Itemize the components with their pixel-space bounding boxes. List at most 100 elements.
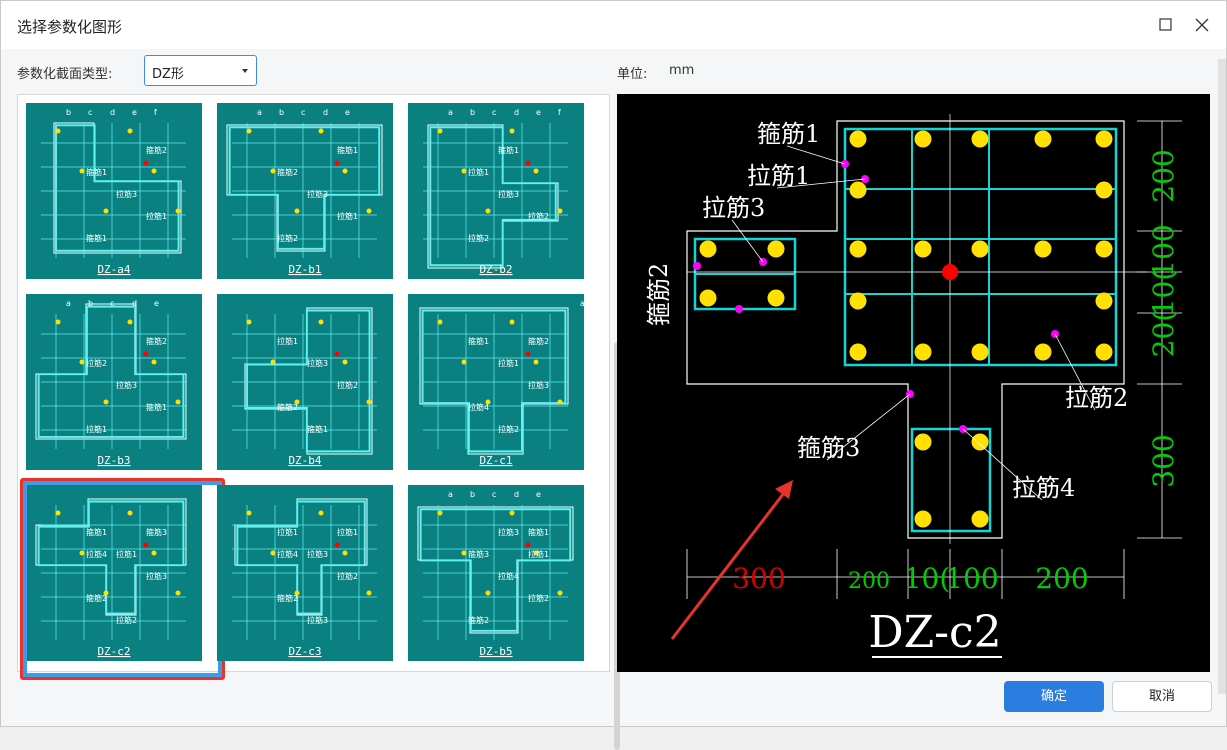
rebar-dot xyxy=(461,168,467,174)
rebar-dot xyxy=(79,550,85,556)
rebar-label-lajin3: 拉筋3 xyxy=(702,194,765,222)
close-icon[interactable] xyxy=(1192,15,1212,35)
dim-letter: e xyxy=(132,108,137,117)
center-point xyxy=(143,542,149,548)
rebar-dot xyxy=(79,168,85,174)
dim-letter: a xyxy=(66,299,71,308)
rebar-dot xyxy=(246,128,252,134)
rebar-dot xyxy=(1034,240,1052,258)
thumb-drawing: 箍筋1拉筋1拉筋3箍筋2拉筋2箍筋3拉筋4abcdeDZ-c2 xyxy=(26,485,202,661)
dim-right-value: 300 xyxy=(1147,434,1180,487)
rebar-dot xyxy=(533,359,539,365)
dim-bottom-value: 200 xyxy=(848,569,890,594)
rebar-dot xyxy=(342,550,348,556)
rebar-dot xyxy=(1095,181,1113,199)
section-outline xyxy=(53,122,182,254)
rebar-annotation: 拉筋3 xyxy=(116,189,137,199)
rebar-dot xyxy=(485,399,491,405)
unit-label: 单位: xyxy=(617,67,648,82)
maximize-icon[interactable] xyxy=(1156,15,1176,35)
center-point xyxy=(942,264,958,280)
rebar-dot xyxy=(849,240,867,258)
dim-letter: b xyxy=(470,108,475,117)
rebar-annotation: 拉筋2 xyxy=(86,358,107,368)
rebar-annotation: 拉筋3 xyxy=(146,571,167,581)
rebar-dot xyxy=(366,208,372,214)
stirrup-outline xyxy=(429,126,557,267)
shape-thumb-dz-c1[interactable]: 箍筋1拉筋1拉筋3拉筋4拉筋2箍筋2abcDZ-c1 xyxy=(408,294,584,470)
shape-thumb-dz-c3[interactable]: 拉筋1拉筋3拉筋2箍筋2拉筋3拉筋1拉筋4abcDZ-c3 xyxy=(217,485,393,661)
thumb-caption: DZ-b4 xyxy=(288,454,321,467)
leader-line xyxy=(1054,333,1096,411)
red-arrow-head xyxy=(775,480,793,499)
ok-button[interactable]: 确定 xyxy=(1004,681,1104,712)
rebar-dot xyxy=(318,319,324,325)
rebar-dot xyxy=(557,590,563,596)
rebar-dot xyxy=(366,590,372,596)
rebar-dot xyxy=(437,319,443,325)
dim-letter: b xyxy=(88,299,93,308)
rebar-annotation: 拉筋1 xyxy=(116,549,137,559)
center-point xyxy=(525,351,531,357)
rebar-dot xyxy=(914,343,932,361)
rebar-annotation: 箍筋1 xyxy=(337,145,358,155)
rebar-label-lajin2: 拉筋2 xyxy=(1065,384,1128,412)
rebar-annotation: 拉筋2 xyxy=(528,593,549,603)
rebar-dot xyxy=(533,168,539,174)
rebar-label-lajin1: 拉筋1 xyxy=(747,162,810,190)
rebar-annotation: 拉筋2 xyxy=(498,424,519,434)
dim-letter: b xyxy=(66,108,71,117)
center-point xyxy=(525,542,531,548)
rebar-dot xyxy=(971,343,989,361)
rebar-annotation: 拉筋2 xyxy=(337,380,358,390)
rebar-dot xyxy=(127,128,133,134)
section-type-label: 参数化截面类型: xyxy=(17,67,113,82)
dim-letter: c xyxy=(492,108,496,117)
stirrup-outline xyxy=(37,305,185,438)
dim-right-value: 100 xyxy=(1147,224,1180,277)
rebar-dot xyxy=(151,359,157,365)
rebar-dot xyxy=(914,130,932,148)
section-type-value: DZ形 xyxy=(152,67,184,82)
section-type-select[interactable]: DZ形 xyxy=(144,55,257,86)
rebar-dot xyxy=(699,289,717,307)
dim-bottom-value: 200 xyxy=(1035,562,1088,595)
dim-letter: a xyxy=(257,108,262,117)
dim-letter: d xyxy=(514,490,519,499)
rebar-annotation: 拉筋1 xyxy=(86,424,107,434)
thumb-caption: DZ-a4 xyxy=(97,263,130,276)
rebar-dot xyxy=(699,240,717,258)
window-scrollbar[interactable] xyxy=(1218,59,1226,694)
rebar-dot xyxy=(366,399,372,405)
rebar-dot xyxy=(849,181,867,199)
dim-letter: c xyxy=(492,490,496,499)
rebar-annotation: 箍筋2 xyxy=(528,336,549,346)
rebar-annotation: 拉筋3 xyxy=(307,615,328,625)
shape-thumb-dz-c2[interactable]: 箍筋1拉筋1拉筋3箍筋2拉筋2箍筋3拉筋4abcdeDZ-c2 xyxy=(20,478,225,680)
rebar-dot xyxy=(1095,130,1113,148)
dim-letter: a xyxy=(448,108,453,117)
center-point xyxy=(334,160,340,166)
rebar-annotation: 拉筋2 xyxy=(528,211,549,221)
thumb-caption: DZ-c2 xyxy=(97,645,130,658)
rebar-dot xyxy=(318,510,324,516)
stirrup-outline xyxy=(419,508,572,632)
preview-title: DZ-c2 xyxy=(868,607,1001,658)
rebar-annotation: 拉筋4 xyxy=(277,549,298,559)
rebar-annotation: 箍筋1 xyxy=(528,527,549,537)
rebar-annotation: 拉筋1 xyxy=(277,336,298,346)
rebar-annotation: 拉筋1 xyxy=(528,549,549,559)
rebar-dot xyxy=(914,510,932,528)
selected-highlight xyxy=(20,478,225,680)
cancel-button[interactable]: 取消 xyxy=(1112,681,1212,712)
rebar-annotation: 拉筋1 xyxy=(498,358,519,368)
thumb-drawing: 拉筋1拉筋3拉筋2箍筋2拉筋3拉筋1拉筋4abcDZ-c3 xyxy=(217,485,393,661)
